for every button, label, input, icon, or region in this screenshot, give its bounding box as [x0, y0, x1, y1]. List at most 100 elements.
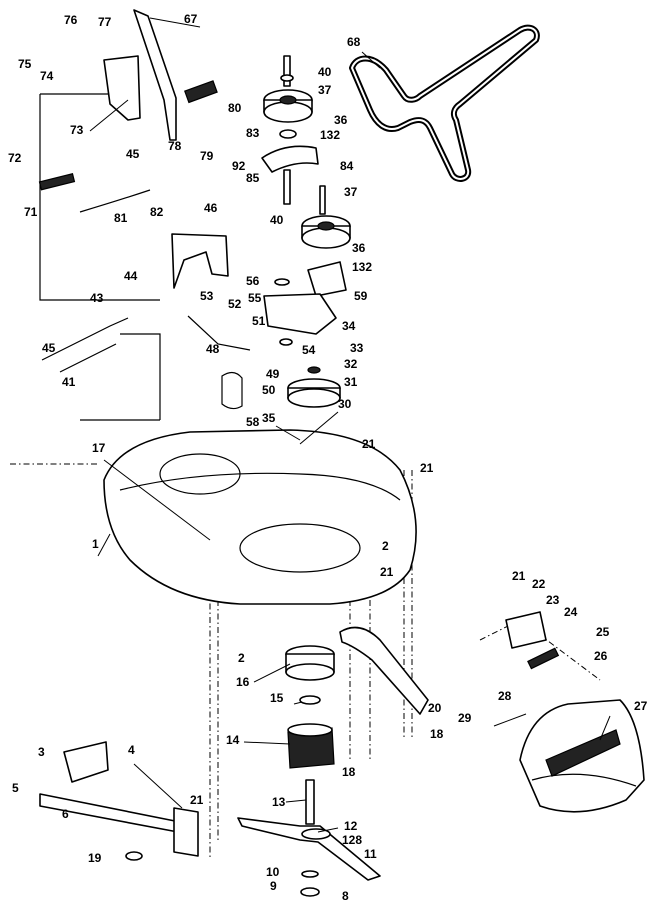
part-callout-77: 77: [98, 15, 112, 29]
part-callout-36: 36: [352, 241, 366, 255]
part-callout-132: 132: [352, 260, 372, 274]
part-callout-92: 92: [232, 159, 246, 173]
part-callout-67: 67: [184, 12, 198, 26]
part-callout-51: 51: [252, 314, 266, 328]
part-callout-58: 58: [246, 415, 260, 429]
part-callout-72: 72: [8, 151, 22, 165]
idler-pulley-36-lower: [301, 215, 351, 249]
part-callout-2: 2: [382, 539, 389, 553]
part-callout-28: 28: [498, 689, 512, 703]
part-callout-22: 22: [532, 577, 546, 591]
idler-pulley-36-upper: [263, 89, 313, 123]
part-callout-10: 10: [266, 865, 280, 879]
part-callout-21: 21: [380, 565, 394, 579]
part-callout-44: 44: [124, 269, 138, 283]
washer-132-upper: [279, 129, 297, 139]
part-callout-6: 6: [62, 807, 69, 821]
rod-71: [79, 189, 151, 213]
part-callout-37: 37: [344, 185, 358, 199]
part-callout-34: 34: [342, 319, 356, 333]
part-callout-76: 76: [64, 13, 78, 27]
part-callout-68: 68: [347, 35, 361, 49]
idler-arm-55: [263, 278, 337, 346]
blade-11: [237, 817, 381, 881]
discharge-chute-27: [519, 699, 645, 813]
spindle-housing-16: [285, 645, 335, 681]
part-callout-50: 50: [262, 383, 276, 397]
bracket-84: [261, 145, 319, 173]
bolt-40-lower: [319, 185, 326, 215]
spindle-shaft-13: [305, 779, 315, 825]
part-callout-21: 21: [512, 569, 526, 583]
bracket-59: [307, 261, 347, 297]
hinge-bracket-23: [505, 611, 547, 649]
part-callout-43: 43: [90, 291, 104, 305]
part-callout-29: 29: [458, 711, 472, 725]
belt-guide-20: [339, 626, 429, 715]
part-callout-24: 24: [564, 605, 578, 619]
part-callout-45: 45: [126, 147, 140, 161]
part-callout-35: 35: [262, 411, 276, 425]
part-callout-78: 78: [168, 139, 182, 153]
part-callout-11: 11: [364, 847, 377, 861]
spring-72: [38, 173, 76, 191]
bearing-15: [299, 695, 321, 705]
bracket-44: [171, 233, 229, 289]
v-belt-68: [349, 24, 540, 182]
part-callout-52: 52: [228, 297, 242, 311]
spring-25: [527, 647, 560, 670]
part-callout-16: 16: [236, 675, 250, 689]
part-callout-8: 8: [342, 889, 349, 903]
part-callout-33: 33: [350, 341, 364, 355]
part-callout-25: 25: [596, 625, 610, 639]
part-callout-19: 19: [88, 851, 102, 865]
part-callout-1: 1: [92, 537, 99, 551]
part-callout-83: 83: [246, 126, 260, 140]
part-callout-23: 23: [546, 593, 560, 607]
part-callout-79: 79: [200, 149, 214, 163]
bolt-8: [300, 887, 320, 897]
bracket-73: [103, 55, 141, 121]
part-callout-26: 26: [594, 649, 608, 663]
lift-lever-67: [133, 9, 177, 141]
part-callout-17: 17: [92, 441, 106, 455]
part-callout-53: 53: [200, 289, 214, 303]
part-callout-3: 3: [38, 745, 45, 759]
part-callout-32: 32: [344, 357, 358, 371]
part-callout-12: 12: [344, 819, 358, 833]
part-callout-13: 13: [272, 795, 286, 809]
leader-lines: [89, 17, 611, 833]
bracket-43: [41, 317, 129, 373]
part-callout-85: 85: [246, 171, 260, 185]
bolt-19: [125, 851, 143, 861]
part-callout-15: 15: [270, 691, 284, 705]
part-callout-21: 21: [190, 793, 204, 807]
part-callout-5: 5: [12, 781, 19, 795]
part-callout-37: 37: [318, 83, 332, 97]
part-callout-73: 73: [70, 123, 84, 137]
pulley-14: [287, 723, 335, 769]
handle-80: [184, 80, 218, 104]
part-callout-84: 84: [340, 159, 354, 173]
part-callout-21: 21: [362, 437, 376, 451]
part-callout-46: 46: [204, 201, 218, 215]
part-callout-4: 4: [128, 743, 135, 757]
part-callout-40: 40: [270, 213, 284, 227]
part-callout-45: 45: [42, 341, 56, 355]
bolt-40-upper: [280, 55, 294, 87]
part-callout-30: 30: [338, 397, 352, 411]
pulley-32: [287, 366, 341, 408]
part-callout-41: 41: [62, 375, 76, 389]
part-callout-27: 27: [634, 699, 648, 713]
bolt-85: [283, 169, 291, 205]
part-callout-36: 36: [334, 113, 348, 127]
part-callout-132: 132: [320, 128, 340, 142]
part-callout-55: 55: [248, 291, 262, 305]
part-callout-128: 128: [342, 833, 362, 847]
part-callout-21: 21: [420, 461, 434, 475]
part-callout-20: 20: [428, 701, 442, 715]
part-callout-71: 71: [24, 205, 38, 219]
bracket-4: [173, 807, 199, 857]
